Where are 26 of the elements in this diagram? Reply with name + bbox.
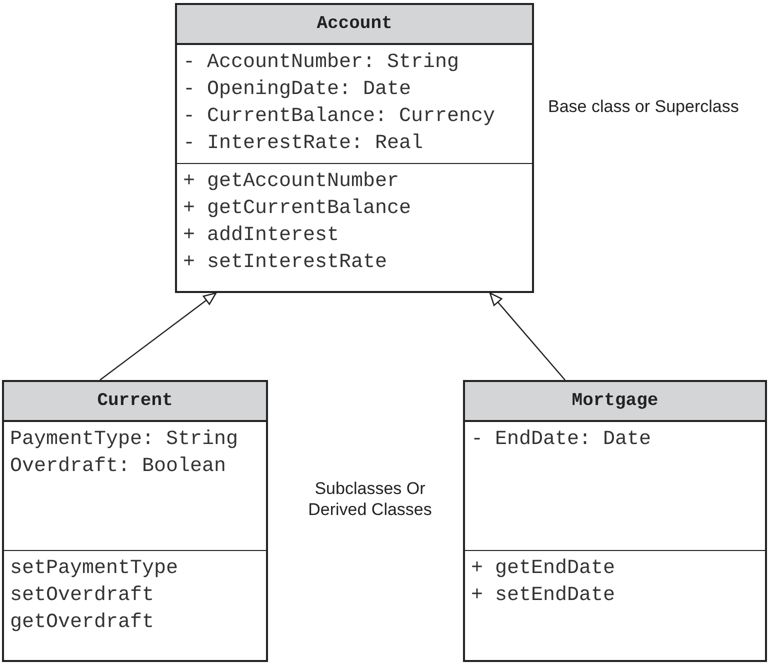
class-name: Mortgage (570, 390, 660, 413)
method-text: + getEndDate (471, 556, 616, 582)
inheritance-arrow (100, 292, 217, 381)
method-text: + getAccountNumber (183, 169, 400, 195)
attribute-text: - AccountNumber: String (183, 50, 460, 76)
method-text: + addInterest (183, 223, 340, 249)
attribute-text: - CurrentBalance: Currency (183, 104, 496, 130)
annotation-text: Subclasses Or Derived Classes (307, 478, 433, 520)
method-text: setPaymentType (10, 556, 180, 582)
attribute-text: PaymentType: String (10, 427, 240, 453)
class-name: Current (96, 390, 174, 413)
attribute-text: Overdraft: Boolean (10, 454, 228, 480)
method-text: setOverdraft (10, 583, 156, 609)
class-name: Account (316, 13, 394, 36)
class-box (175, 3, 534, 293)
inheritance-arrow (489, 292, 566, 380)
attribute-text: - EndDate: Date (471, 427, 652, 453)
method-text: getOverdraft (10, 610, 156, 636)
method-text: + setInterestRate (183, 250, 388, 276)
attribute-text: - OpeningDate: Date (183, 77, 412, 103)
method-text: + getCurrentBalance (183, 196, 412, 222)
method-text: + setEndDate (471, 583, 616, 609)
class-box (463, 380, 767, 662)
class-box (2, 380, 268, 662)
annotation-text: Base class or Superclass (548, 96, 740, 117)
attribute-text: - InterestRate: Real (183, 131, 424, 157)
